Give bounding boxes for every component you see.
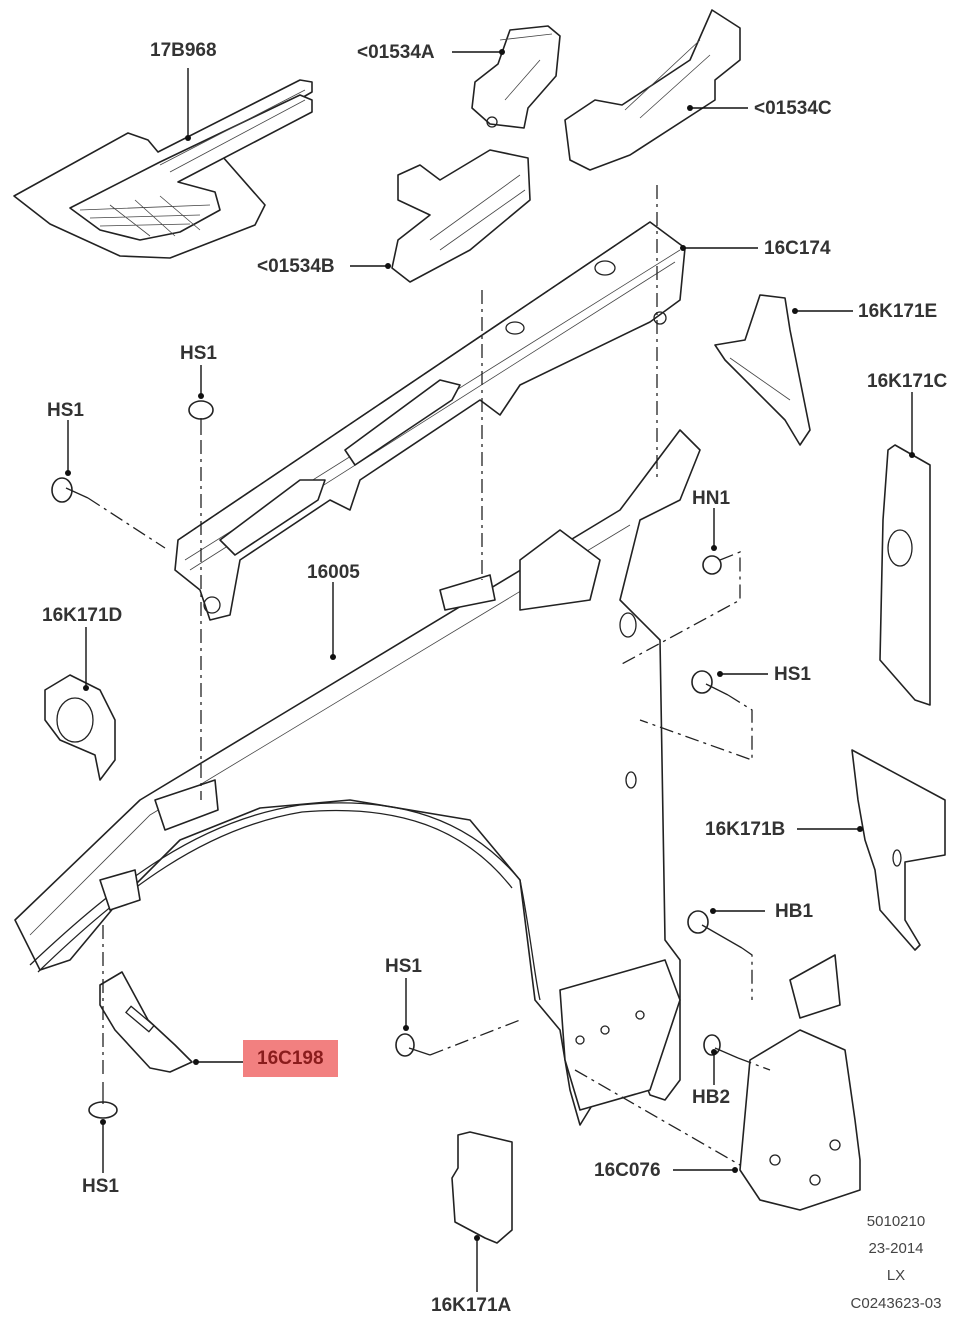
label-hn1[interactable]: HN1 [692,488,731,509]
part-16C174-upper-rail [174,221,686,621]
footer-illustration-id: C0243623-03 [850,1295,942,1312]
part-01534A-bracket [471,25,561,129]
label-16K171D[interactable]: 16K171D [42,605,123,626]
label-16K171E[interactable]: 16K171E [858,301,938,322]
label-16C174[interactable]: 16C174 [764,238,831,259]
part-16005-apron [14,429,701,1126]
fastener-hb1 [687,910,743,949]
label-01534B[interactable]: <01534B [257,256,335,277]
part-01534B-bracket [391,149,531,283]
part-01534C-rail [564,9,741,171]
label-01534A[interactable]: <01534A [357,42,435,63]
fastener-hn1 [702,555,722,575]
part-16C198-bracket [99,971,193,1073]
fastener-hs1-mid [395,1033,431,1057]
fastener-hs1-bottom [88,1082,118,1119]
label-16C198-highlighted[interactable]: 16C198 [243,1040,338,1077]
part-16K171B-seal [851,749,946,951]
assembly-lines [87,185,771,1166]
part-17B968-grille [13,79,313,259]
fastener-hs1-top-left [51,477,89,503]
label-16K171A[interactable]: 16K171A [431,1295,512,1316]
label-hb1[interactable]: HB1 [775,901,814,922]
label-16K171B[interactable]: 16K171B [705,819,786,840]
footer-date: 23-2014 [868,1240,924,1257]
part-16K171A-seal [451,1131,513,1244]
label-hs1-top[interactable]: HS1 [180,343,217,364]
label-hs1-top-left[interactable]: HS1 [47,400,84,421]
footer-model: LX [886,1267,906,1284]
part-16C076-hinge [739,954,861,1211]
label-hs1-right[interactable]: HS1 [774,664,811,685]
label-hb2[interactable]: HB2 [692,1087,731,1108]
part-16K171C-seal [879,444,931,706]
fastener-hs1-right [691,670,729,696]
part-16K171D-seal [44,674,116,781]
label-hs1-mid[interactable]: HS1 [385,956,422,977]
fastener-hs1-top [188,400,214,435]
label-16C076[interactable]: 16C076 [594,1160,661,1181]
label-16005[interactable]: 16005 [307,562,360,583]
fastener-hb2 [703,1034,739,1059]
part-16K171E-seal [714,294,811,446]
leader-lines [65,49,915,1292]
label-01534C[interactable]: <01534C [754,98,832,119]
label-hs1-bottom[interactable]: HS1 [82,1176,119,1197]
label-16K171C[interactable]: 16K171C [867,371,948,392]
footer-code: 5010210 [866,1213,926,1230]
label-17B968[interactable]: 17B968 [150,40,217,61]
